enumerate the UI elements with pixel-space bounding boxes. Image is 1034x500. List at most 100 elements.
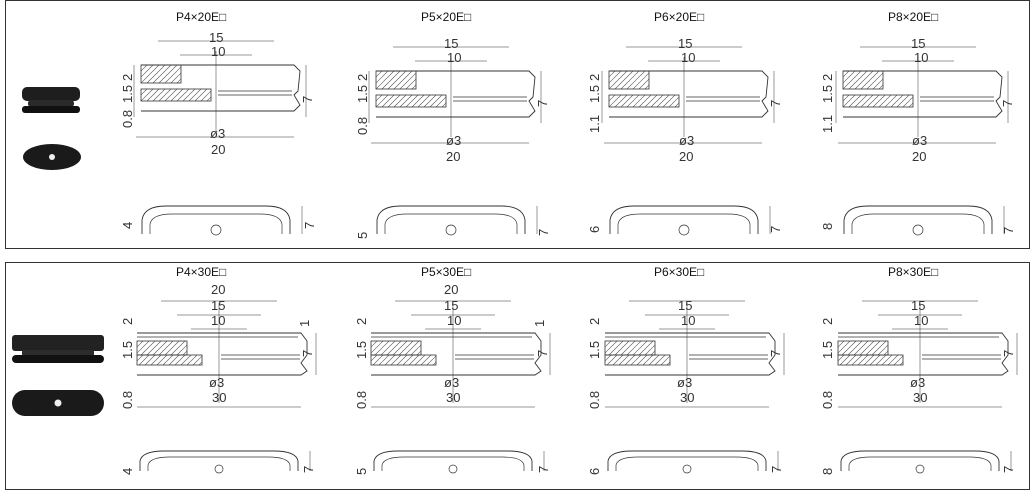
hatch-line xyxy=(158,65,178,83)
hatch-line xyxy=(416,350,421,355)
dim-width: 20 xyxy=(679,149,694,164)
hatch-line xyxy=(877,344,888,355)
hatch-line xyxy=(853,341,869,355)
dim-diameter: ø3 xyxy=(446,133,462,148)
drawing-title: P4×20E□ xyxy=(176,10,227,24)
hatch-line xyxy=(626,95,640,107)
hatch-line xyxy=(164,66,181,83)
hatch-line xyxy=(176,344,187,355)
technical-drawings-top xyxy=(133,40,1009,236)
hatch-outline xyxy=(375,70,417,90)
hatch-line xyxy=(170,89,184,101)
hatch-region xyxy=(609,71,649,89)
hatch-line xyxy=(878,84,883,89)
hatch-line xyxy=(839,355,851,365)
hatch-line xyxy=(644,95,658,107)
hatch-line xyxy=(376,71,395,89)
hatch-line xyxy=(376,71,383,78)
dim-diameter: ø3 xyxy=(910,375,926,390)
hatch-line xyxy=(146,65,166,83)
hatch-line xyxy=(194,89,208,101)
hatch-outline xyxy=(842,70,884,90)
hatch-line xyxy=(137,355,138,356)
hatch-line xyxy=(843,95,844,96)
hatch-line xyxy=(423,95,437,107)
hatch-line xyxy=(371,355,372,356)
hatch-outline xyxy=(140,88,212,102)
hatch-line xyxy=(188,89,202,101)
plan-view-outline xyxy=(373,450,533,471)
plan-view-outline xyxy=(840,450,1000,471)
hatch-line xyxy=(871,341,887,355)
hatch-line xyxy=(632,341,648,355)
hatch-line xyxy=(618,355,630,365)
hatch-line xyxy=(609,71,628,89)
hatch-line xyxy=(170,341,186,355)
hatch-line xyxy=(841,341,857,355)
hatch-line xyxy=(854,95,868,107)
plan-view-inner xyxy=(851,213,985,234)
hatch-line xyxy=(875,355,887,365)
plan-view-outline xyxy=(843,205,993,234)
hatch-line xyxy=(390,355,402,365)
hatch-line xyxy=(137,341,138,342)
hatch-line xyxy=(376,95,383,102)
hatch-line xyxy=(386,341,402,355)
plan-view-outline xyxy=(141,205,291,234)
hatch-region xyxy=(371,341,421,355)
drawing-title: P8×30E□ xyxy=(888,265,939,279)
hatch-line xyxy=(609,95,616,102)
hatch-outline xyxy=(140,64,182,84)
hatch-line xyxy=(141,65,142,66)
hatch-line xyxy=(838,355,839,356)
hatch-line xyxy=(644,344,655,355)
dim-20: 20 xyxy=(211,282,226,297)
section-outline xyxy=(838,332,1009,376)
hatch-outline xyxy=(837,354,904,366)
hatch-line xyxy=(609,95,610,96)
hatch-line xyxy=(896,95,910,107)
dim-diameter: ø3 xyxy=(209,375,225,390)
hatch-line xyxy=(857,355,869,365)
hatch-line xyxy=(630,355,642,365)
hole-circle xyxy=(445,224,457,236)
hatch-line xyxy=(176,89,190,101)
section-outline xyxy=(843,70,1003,118)
hatch-line xyxy=(908,102,913,107)
hatch-line xyxy=(843,71,856,84)
hatch-line xyxy=(881,355,893,365)
hatch-line xyxy=(141,89,154,101)
hatch-line xyxy=(384,355,396,365)
hatch-line xyxy=(376,95,377,96)
hatch-line xyxy=(392,341,408,355)
hatch-outline xyxy=(604,354,671,366)
plan-view-inner xyxy=(615,456,759,471)
hatch-line xyxy=(141,89,142,90)
hatch-line xyxy=(859,341,875,355)
hatch-line xyxy=(843,95,850,102)
hatch-line xyxy=(883,350,888,355)
hatch-region xyxy=(605,341,655,355)
hatch-outline xyxy=(375,94,447,108)
hatch-line xyxy=(198,361,202,365)
hatch-line xyxy=(902,96,913,107)
dim-width: 20 xyxy=(912,149,927,164)
hatch-line xyxy=(381,95,395,107)
product-photo-top xyxy=(23,144,81,170)
dim-diameter: ø3 xyxy=(444,375,460,390)
hatch-line xyxy=(174,355,186,365)
hatch-line xyxy=(884,95,898,107)
drawing-title: P6×30E□ xyxy=(654,265,705,279)
hatch-outline xyxy=(136,354,203,366)
hatch-line xyxy=(863,355,875,365)
hatch-line xyxy=(626,341,642,355)
hatch-line xyxy=(158,341,174,355)
hatch-line xyxy=(843,95,856,107)
hatch-region xyxy=(843,95,913,107)
plan-view-inner xyxy=(149,213,283,234)
hatch-line xyxy=(638,341,654,355)
dim-10: 10 xyxy=(447,313,462,328)
hatch-line xyxy=(899,361,903,365)
plan-view-inner xyxy=(617,213,751,234)
product-photo-side xyxy=(22,87,80,113)
